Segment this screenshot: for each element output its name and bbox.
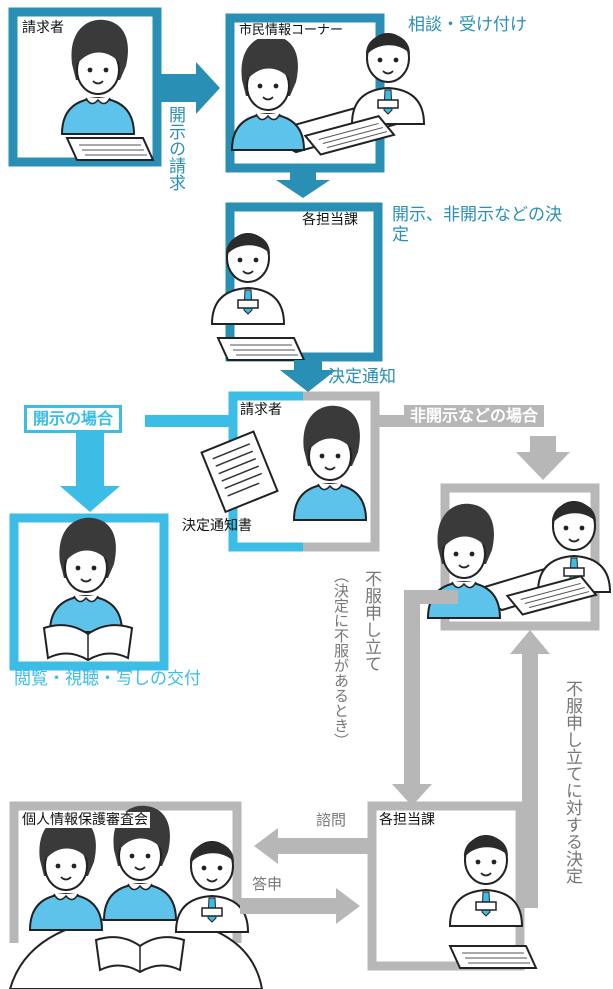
consultation-label: 相談・受け付け: [408, 15, 527, 35]
report-arrow: [240, 888, 360, 924]
appeal-label: 不服申し立て: [361, 570, 381, 672]
department-box-top: [225, 202, 383, 362]
decision-label: 開示、非開示などの決定: [392, 205, 562, 245]
appeal-decision-label: 不服申し立てに対する決定: [562, 680, 582, 884]
arrow-to-department: [276, 170, 330, 198]
department-label-bottom: 各担当課: [377, 812, 437, 829]
committee-label: 個人情報保護審査会: [20, 812, 150, 829]
non-disclosed-branch-arrow: [516, 436, 570, 480]
requester-box-mid-gray: [303, 391, 380, 552]
notice-document-label: 決定通知書: [182, 518, 252, 534]
disclosed-branch-line: [145, 415, 233, 427]
appeal-arrow: [392, 590, 458, 806]
arrow-decision-notice: [280, 360, 336, 392]
disclosure-request-label: 開示の請求: [165, 106, 185, 191]
decision-paper: [217, 337, 305, 361]
inquiry-arrow: [254, 828, 376, 864]
citizen-info-corner-label: 市民情報コーナー: [237, 23, 346, 39]
appeal-note-label: （決定に不服があるとき）: [332, 568, 350, 748]
request-form-paper: [66, 137, 154, 161]
department-label-top: 各担当課: [300, 212, 360, 229]
notice-document: [200, 430, 279, 514]
requester-label-mid: 請求者: [238, 402, 284, 419]
report-label: 答申: [252, 875, 283, 893]
requester-mid-woman-figure: [293, 404, 367, 521]
disclosed-branch-arrow: [60, 427, 120, 512]
inquiry-label: 諮問: [316, 811, 347, 829]
department-bottom-paper: [449, 945, 537, 969]
appeal-decision-arrow: [510, 630, 550, 908]
requester-label-top: 請求者: [20, 20, 66, 37]
viewing-label: 閲覧・視聴・写しの交付: [14, 669, 201, 689]
non-disclosed-branch-line: [378, 415, 404, 427]
decision-notice-label: 決定通知: [328, 367, 396, 387]
arrow-to-citizen-corner: [160, 62, 220, 114]
disclosed-case-label: 開示の場合: [24, 405, 123, 433]
department-box-bottom: [367, 801, 525, 971]
non-disclosed-case-label: 非開示などの場合: [404, 405, 545, 427]
